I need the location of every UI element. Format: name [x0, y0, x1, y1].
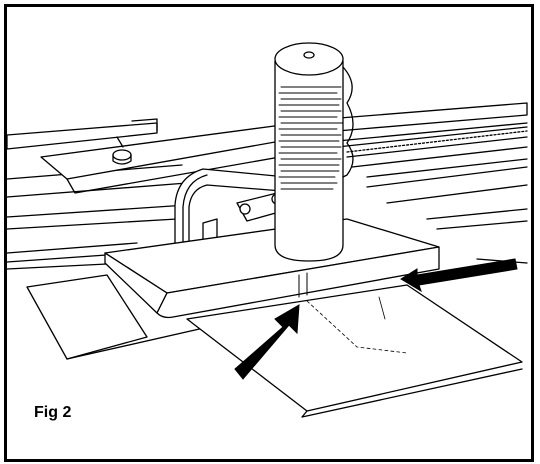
arrow-up-right — [234, 304, 300, 380]
handle-roller — [274, 42, 354, 262]
rail-right — [336, 122, 528, 230]
arrow-left — [400, 258, 518, 293]
figure-caption: Fig 2 — [34, 404, 72, 421]
sheet-material — [26, 258, 528, 418]
illustration — [7, 42, 528, 418]
cutting-block — [104, 218, 440, 319]
